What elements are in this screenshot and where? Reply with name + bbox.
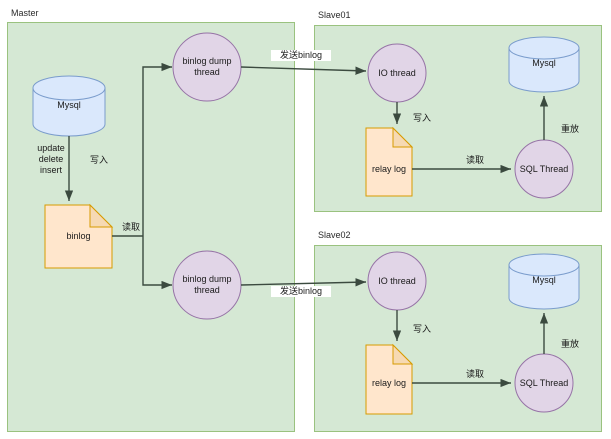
slave01-edge-label-replay: 重放 <box>560 124 579 134</box>
panel-title-master: Master <box>11 8 39 18</box>
slave02-edge-label-write: 写入 <box>412 324 431 334</box>
slave02-relay-log-note <box>365 343 414 415</box>
slave01-relay-log-note <box>365 126 414 197</box>
master-edge-label-read: 读取 <box>121 222 140 232</box>
master-dump-thread-bottom <box>172 250 242 320</box>
slave01-edge-label-read: 读取 <box>465 155 484 165</box>
slave02-edge-label-replay: 重放 <box>560 339 579 349</box>
slave02-mysql-cylinder <box>508 253 580 310</box>
master-edge-label-update-delete-insert: update delete insert <box>37 143 65 175</box>
slave01-mysql-cylinder <box>508 36 580 93</box>
slave01-sql-thread <box>514 139 574 199</box>
master-edge-label-write: 写入 <box>89 155 108 165</box>
slave01-edge-label-write: 写入 <box>412 113 431 123</box>
master-dump-thread-top <box>172 32 242 102</box>
edge-dump-top-to-slave01-io <box>240 66 367 75</box>
master-binlog-note <box>44 203 114 269</box>
edge-dump-bottom-to-slave02-io <box>240 278 367 287</box>
slave02-edge-label-read: 读取 <box>465 369 484 379</box>
slave02-sql-thread <box>514 353 574 413</box>
edge-binlog-to-dump-bottom <box>142 236 173 290</box>
panel-title-slave01: Slave01 <box>318 10 351 20</box>
edge-label-send-binlog-slave02: 发送binlog <box>271 286 331 297</box>
panel-title-slave02: Slave02 <box>318 230 351 240</box>
edge-binlog-to-dump-top <box>142 62 173 236</box>
edge-label-send-binlog-slave01: 发送binlog <box>271 50 331 61</box>
master-mysql-cylinder <box>32 75 106 137</box>
slave02-io-thread <box>367 251 427 311</box>
slave01-io-thread <box>367 43 427 103</box>
